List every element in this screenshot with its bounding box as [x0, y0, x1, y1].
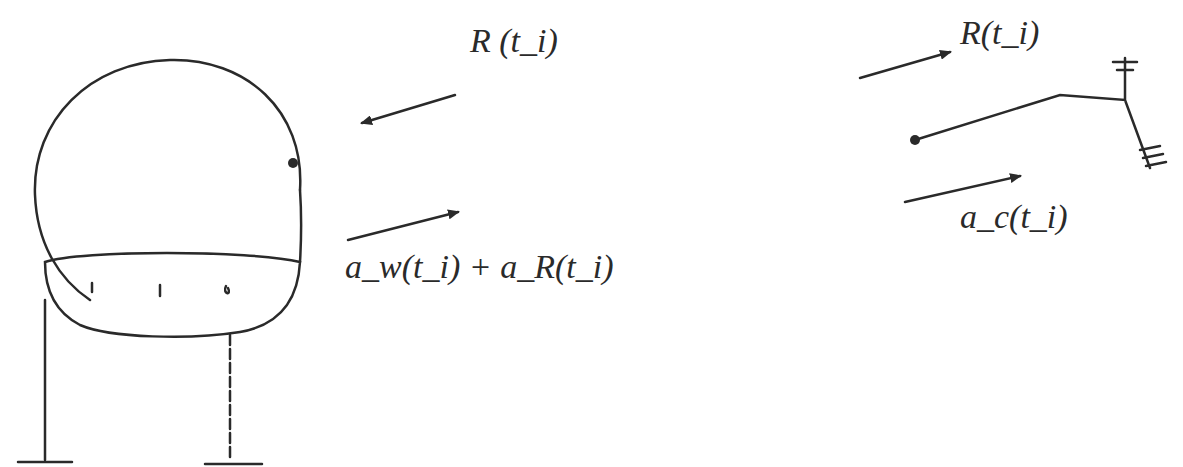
point-dot	[288, 158, 298, 168]
math-label: a_w(t_i) + a_R(t_i)	[345, 248, 613, 285]
band-mark	[92, 283, 229, 296]
arrow	[362, 95, 455, 123]
sphere-right	[300, 190, 301, 262]
arrow	[860, 52, 950, 78]
ground-line	[18, 461, 72, 464]
math-label: R (t_i)	[470, 22, 558, 59]
math-label: a_c(t_i)	[960, 198, 1068, 235]
support-leg	[229, 335, 232, 460]
ground-line	[205, 463, 262, 466]
math-label: R(t_i)	[960, 14, 1039, 51]
point-dot	[910, 135, 920, 145]
sphere-outline	[35, 60, 300, 300]
branch-line	[915, 58, 1150, 168]
branch-ticks	[1113, 62, 1166, 166]
sphere-band	[45, 253, 300, 337]
support-leg	[44, 300, 47, 460]
arrow	[348, 212, 458, 240]
